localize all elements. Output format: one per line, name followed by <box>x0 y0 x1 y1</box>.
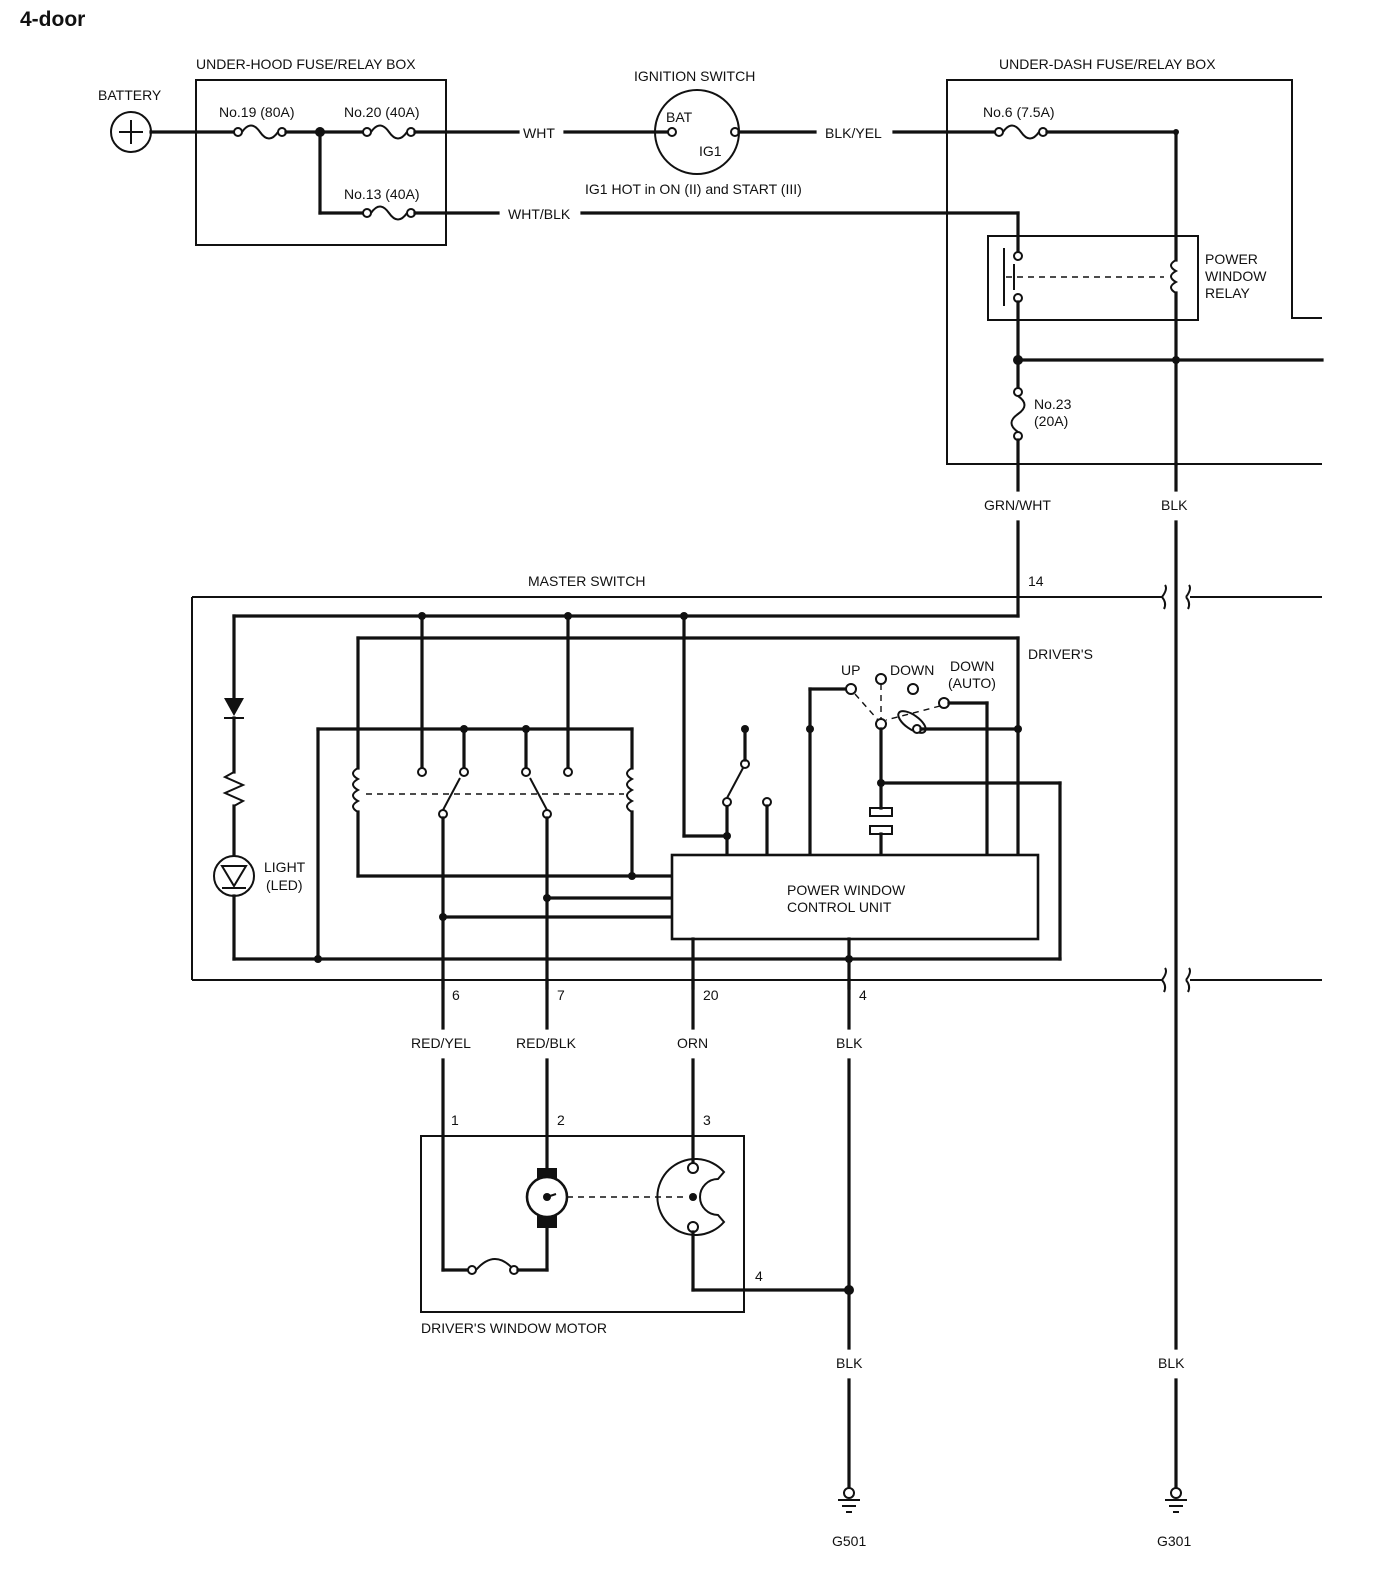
switch-down-auto-label-1: DOWN <box>950 658 994 674</box>
wire-orn-label: ORN <box>677 1035 708 1051</box>
resistor-icon <box>222 771 246 807</box>
underhood-fuse-box: UNDER-HOOD FUSE/RELAY BOX No.19 (80A) No… <box>195 56 447 246</box>
pin-20-label: 20 <box>703 987 719 1003</box>
ignition-label: IGNITION SWITCH <box>634 68 755 84</box>
master-switch: MASTER SWITCH 14 DRIVER'S LIGHT (LED) <box>191 573 1322 993</box>
underhood-label: UNDER-HOOD FUSE/RELAY BOX <box>196 56 416 72</box>
relay-label-2: WINDOW <box>1205 268 1267 284</box>
ground-g501-icon <box>838 1487 860 1513</box>
pwcu-label-1: POWER WINDOW <box>787 882 906 898</box>
switch-up-label: UP <box>841 662 860 678</box>
underdash-fuse-box: UNDER-DASH FUSE/RELAY BOX No.6 (7.5A) PO… <box>946 56 1324 466</box>
ground-g301-label: G301 <box>1157 1533 1191 1549</box>
pin-14-label: 14 <box>1028 573 1044 589</box>
relay-label-1: POWER <box>1205 251 1258 267</box>
wire-blk-label-2: BLK <box>836 1035 863 1051</box>
fuse-19-label: No.19 (80A) <box>219 104 294 120</box>
pin-7-label: 7 <box>557 987 565 1003</box>
fuse-23-label-1: No.23 <box>1034 396 1072 412</box>
fuse-13-label: No.13 (40A) <box>344 186 419 202</box>
pin-6-label: 6 <box>452 987 460 1003</box>
relay-coil-right-icon <box>626 767 635 813</box>
fuse-23-label-2: (20A) <box>1034 413 1068 429</box>
motor-icon <box>525 1168 569 1228</box>
pwcu-label-2: CONTROL UNIT <box>787 899 892 915</box>
motor-pin-4-label: 4 <box>755 1268 763 1284</box>
fuse-23: No.23 (20A) <box>1010 387 1072 441</box>
motor-label: DRIVER'S WINDOW MOTOR <box>421 1320 607 1336</box>
underdash-label: UNDER-DASH FUSE/RELAY BOX <box>999 56 1216 72</box>
drivers-window-motor: 1 2 3 4 DRIVER'S WINDOW MOTOR <box>420 1112 851 1336</box>
switch-down-auto-label-2: (AUTO) <box>948 675 996 691</box>
ignition-ig1-label: IG1 <box>699 143 722 159</box>
light-label-2: (LED) <box>266 877 303 893</box>
battery: BATTERY <box>98 87 162 153</box>
fuse-19: No.19 (80A) <box>219 104 294 140</box>
wire-redyel-label: RED/YEL <box>411 1035 471 1051</box>
wire-wht-label: WHT <box>523 125 555 141</box>
relay-label-3: RELAY <box>1205 285 1251 301</box>
motor-pin-2-label: 2 <box>557 1112 565 1128</box>
drivers-label: DRIVER'S <box>1028 646 1093 662</box>
ignition-bat-label: BAT <box>666 109 693 125</box>
wire-blkyel-label: BLK/YEL <box>825 125 882 141</box>
wire-grnwht-label: GRN/WHT <box>984 497 1051 513</box>
ignition-switch: BAT IG1 IGNITION SWITCH IG1 HOT in ON (I… <box>585 68 802 197</box>
wire-redblk-label: RED/BLK <box>516 1035 577 1051</box>
motor-pin-3-label: 3 <box>703 1112 711 1128</box>
power-window-relay: POWER WINDOW RELAY <box>987 235 1267 321</box>
led-icon <box>213 855 255 897</box>
fuse-6-label: No.6 (7.5A) <box>983 104 1055 120</box>
ground-g501-label: G501 <box>832 1533 866 1549</box>
battery-label: BATTERY <box>98 87 162 103</box>
pulser-icon <box>656 1158 726 1236</box>
light-label-1: LIGHT <box>264 859 306 875</box>
power-window-control-unit: POWER WINDOW CONTROL UNIT <box>670 853 1040 941</box>
motor-pin-1-label: 1 <box>451 1112 459 1128</box>
ground-g301-icon <box>1165 1487 1187 1513</box>
fuse-20-label: No.20 (40A) <box>344 104 419 120</box>
wire-whtblk-label: WHT/BLK <box>508 206 571 222</box>
diode-icon <box>224 698 244 716</box>
fuse-20: No.20 (40A) <box>344 104 419 140</box>
wire-blk-label-1: BLK <box>1161 497 1188 513</box>
wire-blk-label-g301: BLK <box>1158 1355 1185 1371</box>
diagram-title: 4-door <box>20 8 85 31</box>
switch-down-label: DOWN <box>890 662 934 678</box>
pin-4-label: 4 <box>859 987 867 1003</box>
wire-blk-label-g501: BLK <box>836 1355 863 1371</box>
fuse-6: No.6 (7.5A) <box>983 104 1055 140</box>
ignition-note: IG1 HOT in ON (II) and START (III) <box>585 181 802 197</box>
master-switch-label: MASTER SWITCH <box>528 573 645 589</box>
relay-coil-left-icon <box>352 767 361 813</box>
fuse-13: No.13 (40A) <box>344 186 419 221</box>
